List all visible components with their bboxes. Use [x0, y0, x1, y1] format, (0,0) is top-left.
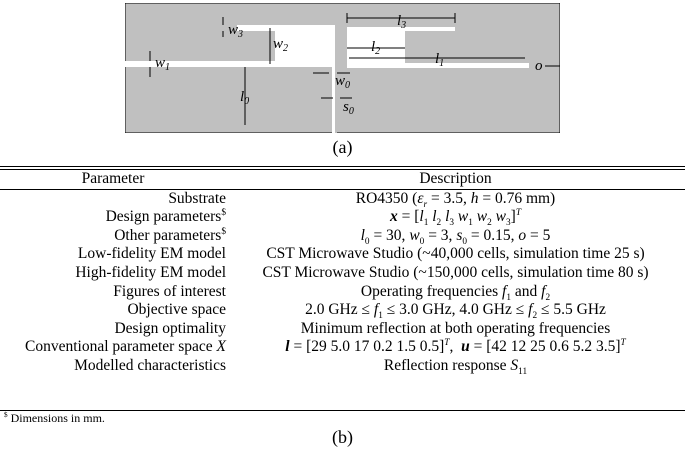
- header-parameter: Parameter: [0, 170, 226, 190]
- caption-b: (b): [332, 427, 353, 447]
- cell-description: l = [29 5.0 17 0.2 1.5 0.5]T, u = [42 12…: [285, 338, 626, 356]
- cell-description: l0 = 30, w0 = 3, s0 = 0.15, o = 5: [360, 226, 551, 247]
- stub-w2: [275, 25, 332, 67]
- table-row: Design optimality Minimum reflection at …: [0, 320, 685, 339]
- table-row: Figures of interest Operating frequencie…: [0, 282, 685, 303]
- caption-a: (a): [332, 137, 353, 157]
- cell-parameter: Figures of interest: [113, 282, 226, 300]
- cell-parameter: Modelled characteristics: [74, 356, 226, 374]
- label-s0: s0: [343, 99, 354, 117]
- table-footnote: $ Dimensions in mm.: [4, 411, 105, 425]
- table-row: Objective space 2.0 GHz ≤ f1 ≤ 3.0 GHz, …: [0, 301, 685, 322]
- cell-parameter: Design optimality: [114, 319, 226, 337]
- cell-parameter: Low-fidelity EM model: [77, 245, 226, 263]
- label-o: o: [535, 58, 543, 74]
- label-l2: l2: [371, 39, 380, 57]
- cell-parameter: Conventional parameter space X: [25, 338, 226, 356]
- cell-parameter: High-fidelity EM model: [75, 263, 226, 281]
- cell-description: CST Microwave Studio (~40,000 cells, sim…: [266, 245, 645, 263]
- cell-description: x = [l1 l2 l3 w1 w2 w3]T: [389, 208, 522, 229]
- table-header-row: Parameter Description: [0, 170, 685, 190]
- table-row: Substrate RO4350 (εr = 3.5, h = 0.76 mm): [0, 189, 685, 210]
- table-row: Conventional parameter space X l = [29 5…: [0, 338, 685, 357]
- label-l1: l1: [435, 51, 444, 69]
- cell-description: Minimum reflection at both operating fre…: [300, 319, 611, 337]
- table-top-rule: [0, 166, 685, 167]
- parameter-table: Parameter Description Substrate RO4350 (…: [0, 170, 685, 378]
- label-l0: l0: [240, 89, 249, 107]
- cell-description: CST Microwave Studio (~150,000 cells, si…: [262, 263, 649, 281]
- antenna-geometry-figure: l3 w3 w2 l2 w1 l1 o l0 w0 s0: [125, 3, 560, 133]
- header-description: Description: [226, 170, 685, 190]
- cell-description: RO4350 (εr = 3.5, h = 0.76 mm): [355, 189, 556, 210]
- table-row: Modelled characteristics Reflection resp…: [0, 356, 685, 378]
- left-arm-w1: [125, 61, 275, 67]
- cell-description: Reflection response S11: [383, 356, 528, 378]
- arm-l1: [347, 63, 529, 68]
- cell-description: Operating frequencies f1 and f2: [360, 282, 551, 303]
- feed-line-l0: [332, 25, 335, 133]
- cell-parameter: Design parameters$: [105, 208, 226, 226]
- cell-description: 2.0 GHz ≤ f1 ≤ 3.0 GHz, 4.0 GHz ≤ f2 ≤ 5…: [305, 301, 606, 322]
- table-row: Design parameters$ x = [l1 l2 l3 w1 w2 w…: [0, 208, 685, 229]
- cell-parameter: Objective space: [127, 301, 226, 319]
- gap-s0: [335, 67, 337, 133]
- label-l3: l3: [397, 13, 406, 31]
- cell-parameter: Other parameters$: [114, 226, 226, 244]
- table-top-rule-inner: [0, 169, 685, 170]
- table-row: Other parameters$ l0 = 30, w0 = 3, s0 = …: [0, 226, 685, 247]
- table-row: Low-fidelity EM model CST Microwave Stud…: [0, 245, 685, 264]
- arm-l2: [347, 27, 405, 63]
- table-row: High-fidelity EM model CST Microwave Stu…: [0, 264, 685, 283]
- table-bottom-rule: [0, 410, 685, 411]
- cell-parameter: Substrate: [168, 189, 226, 207]
